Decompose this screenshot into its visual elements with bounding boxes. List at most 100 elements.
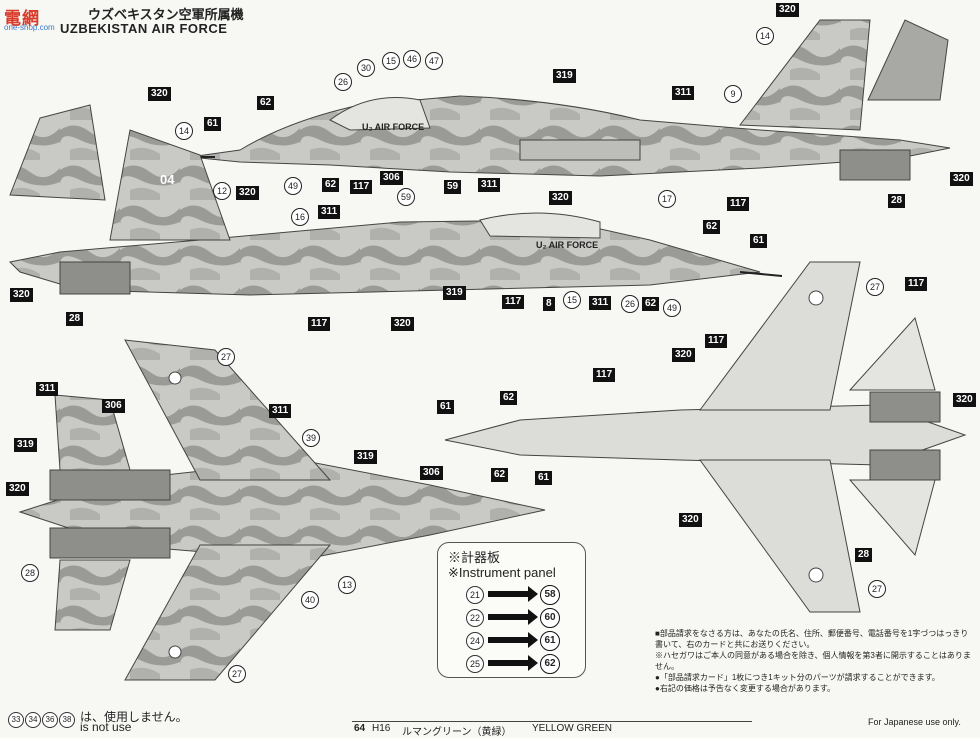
callout: 49	[284, 177, 302, 195]
callout: 61	[750, 234, 768, 248]
callout: 320	[679, 513, 702, 527]
decal-number: 36	[42, 712, 58, 728]
note-line: ●右記の価格は予告なく変更する場合があります。	[655, 684, 836, 693]
callout: 27	[866, 278, 884, 296]
decal-number: 62	[540, 654, 560, 674]
plan-view-top	[18, 339, 546, 681]
watermark-sub: one-shop.com	[4, 23, 55, 32]
japanese-use-only: For Japanese use only.	[868, 717, 961, 727]
callout: 8	[543, 297, 555, 311]
watermark-logo: 電網	[4, 9, 40, 28]
callout: 62	[257, 96, 275, 110]
plan-view-bottom	[444, 261, 967, 613]
decal-number: 25	[466, 655, 484, 673]
callout: 320	[10, 288, 33, 302]
callout: 319	[443, 286, 466, 300]
callout: 59	[444, 180, 462, 194]
callout: 28	[66, 312, 84, 326]
callout: 14	[756, 27, 774, 45]
decal-number: 38	[59, 712, 75, 728]
callout: 61	[535, 471, 553, 485]
decal-number: 61	[540, 631, 560, 651]
callout: 319	[14, 438, 37, 452]
not-used-jp: は、使用しません。	[80, 710, 188, 724]
instrument-row: 21 58	[466, 585, 566, 605]
callout: 319	[553, 69, 576, 83]
callout: 306	[102, 399, 125, 413]
note-line: ※ハセガワはご本人の同意がある場合を除き、個人情報を第3者に開示することはありま…	[655, 651, 971, 671]
callout: 320	[391, 317, 414, 331]
callout: 15	[563, 291, 581, 309]
arrow-icon	[488, 586, 538, 602]
tail-number: 04	[160, 172, 175, 187]
side-marking-upper: U₂ AIR FORCE	[362, 122, 425, 132]
callout: 14	[175, 122, 193, 140]
title-jp: ウズベキスタン空軍所属機	[88, 7, 244, 22]
callout: 311	[478, 178, 501, 192]
callout: 26	[334, 73, 352, 91]
callout: 117	[308, 317, 331, 331]
callout: 62	[642, 297, 660, 311]
callout: 320	[950, 172, 973, 186]
instrument-panel-box: ※計器板 ※Instrument panel 21 58 22 60 24 61…	[437, 542, 586, 678]
callout: 320	[6, 482, 29, 496]
not-used-en: is not use	[80, 720, 132, 734]
callout: 311	[36, 382, 59, 396]
callout: 62	[500, 391, 518, 405]
color-reference-bar: 64 H16 ルマングリーン（黄緑） YELLOW GREEN	[352, 721, 752, 738]
side-marking-lower: U₂ AIR FORCE	[536, 240, 599, 250]
side-view-upper	[189, 19, 951, 181]
callout: 320	[776, 3, 799, 17]
arrow-icon	[488, 655, 538, 671]
title-en: UZBEKISTAN AIR FORCE	[60, 21, 228, 36]
instrument-row: 24 61	[466, 631, 566, 651]
callout: 46	[403, 50, 421, 68]
color-code: 64	[354, 723, 366, 734]
instrument-row: 22 60	[466, 608, 566, 628]
callout: 117	[350, 180, 373, 194]
callout: 319	[354, 450, 377, 464]
callout: 59	[397, 188, 415, 206]
callout: 117	[905, 277, 928, 291]
callout: 62	[703, 220, 721, 234]
callout: 27	[868, 580, 886, 598]
callout: 27	[228, 665, 246, 683]
callout: 320	[236, 186, 259, 200]
callout: 306	[420, 466, 443, 480]
callout: 15	[382, 52, 400, 70]
callout: 311	[318, 205, 341, 219]
callout: 49	[663, 299, 681, 317]
callout: 61	[437, 400, 455, 414]
callout: 39	[302, 429, 320, 447]
instrument-panel-title-en: ※Instrument panel	[448, 565, 556, 580]
callout: 28	[855, 548, 873, 562]
callout: 320	[549, 191, 572, 205]
callout: 311	[269, 404, 292, 418]
callout: 311	[589, 296, 612, 310]
callout: 320	[953, 393, 976, 407]
decal-number: 58	[540, 585, 560, 605]
decal-number: 21	[466, 586, 484, 604]
callout: 61	[204, 117, 222, 131]
callout: 62	[322, 178, 340, 192]
callout: 13	[338, 576, 356, 594]
color-code: H16	[372, 723, 391, 734]
arrow-icon	[488, 632, 538, 648]
decal-number: 34	[25, 712, 41, 728]
decal-number: 33	[8, 712, 24, 728]
color-name-en: YELLOW GREEN	[532, 723, 613, 734]
note-line: ■部品請求をなさる方は、あなたの氏名、住所、郵便番号、電話番号を1字づつはっきり…	[655, 629, 969, 649]
callout: 17	[658, 190, 676, 208]
callout: 320	[148, 87, 171, 101]
callout: 28	[888, 194, 906, 208]
callout: 306	[380, 171, 403, 185]
callout: 117	[727, 197, 750, 211]
callout: 117	[502, 295, 525, 309]
callout: 47	[425, 52, 443, 70]
callout: 16	[291, 208, 309, 226]
instrument-row: 25 62	[466, 654, 566, 674]
callout: 26	[621, 295, 639, 313]
callout: 62	[491, 468, 509, 482]
